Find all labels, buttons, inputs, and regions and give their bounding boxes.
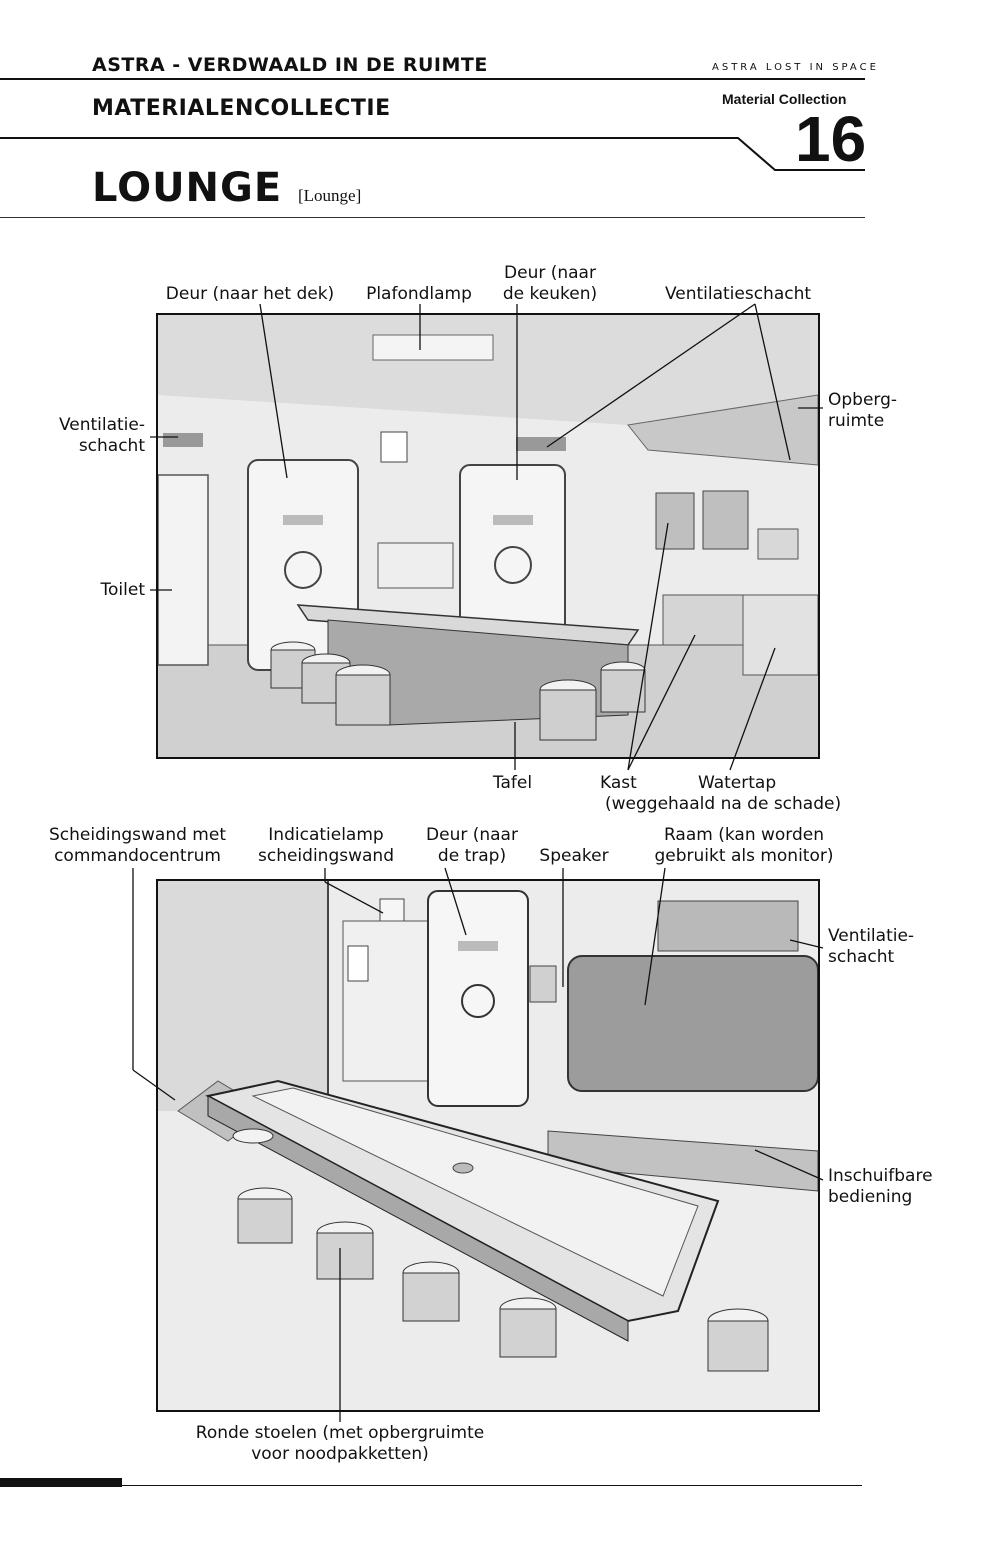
label-ceiling-lamp: Plafondlamp (366, 284, 472, 304)
label-cabinet-2: (weggehaald na de schade) (605, 794, 842, 814)
collection-label-en: Material Collection (722, 91, 847, 107)
label-speaker: Speaker (539, 846, 609, 866)
footer-bar (0, 1478, 122, 1487)
lounge-illustration-top (156, 313, 820, 759)
footer-rule (0, 1485, 862, 1486)
lounge-illustration-bottom (156, 879, 820, 1412)
page-number: 16 (795, 103, 867, 175)
label-vent-left-2: schacht (78, 436, 145, 456)
lounge-room-drawing (158, 315, 818, 757)
label-vent-bottom-1: Ventilatie- (828, 926, 915, 946)
label-indicator-1: Indicatielamp (268, 825, 384, 845)
label-water-tap: Watertap (698, 773, 777, 793)
label-door-kitchen-2: de keuken) (502, 284, 598, 304)
series-title: ASTRA - VERDWAALD IN DE RUIMTE (92, 54, 488, 76)
label-door-stairs-1: Deur (naar (426, 825, 518, 845)
label-partition-1: Scheidingswand met (48, 825, 226, 845)
collection-label: MATERIALENCOLLECTIE (92, 96, 391, 121)
label-stools-1: Ronde stoelen (met opbergruimte (195, 1423, 485, 1443)
section-subtitle: [Lounge] (298, 186, 362, 205)
label-door-stairs-2: de trap) (437, 846, 507, 866)
label-retractable-1: Inschuifbare (828, 1166, 933, 1186)
label-window-2: gebruikt als monitor) (654, 846, 834, 866)
label-door-deck: Deur (naar het dek) (165, 284, 335, 304)
header-bracket (0, 137, 865, 171)
label-vent-shaft-top: Ventilatieschacht (664, 284, 812, 304)
label-toilet: Toilet (100, 580, 145, 600)
label-vent-bottom-2: schacht (828, 947, 895, 967)
label-stools-2: voor noodpakketten) (251, 1444, 429, 1464)
lounge-table-drawing (158, 881, 818, 1410)
label-door-kitchen-1: Deur (naar (504, 263, 596, 283)
label-table: Tafel (492, 773, 533, 793)
header-rule (0, 78, 865, 80)
label-indicator-2: scheidingswand (258, 846, 394, 866)
label-vent-left-1: Ventilatie- (58, 415, 145, 435)
section-rule (0, 217, 865, 218)
section-title: LOUNGE (92, 165, 283, 211)
label-window-1: Raam (kan worden (663, 825, 825, 845)
label-storage-2: ruimte (828, 411, 885, 431)
label-retractable-2: bediening (828, 1187, 913, 1207)
label-cabinet-1: Kast (600, 773, 637, 793)
series-title-en: ASTRA LOST IN SPACE (712, 62, 879, 73)
label-storage-1: Opberg- (828, 390, 898, 410)
label-partition-2: commandocentrum (54, 846, 221, 866)
